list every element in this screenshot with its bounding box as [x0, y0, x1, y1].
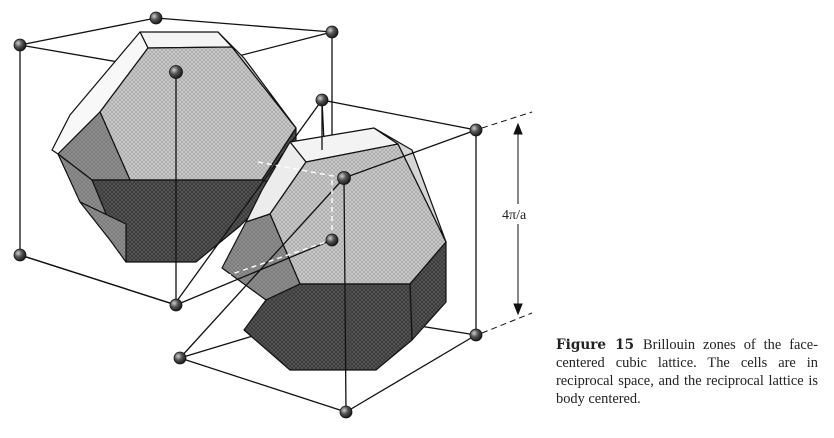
lattice-point — [339, 405, 353, 419]
lattice-point — [13, 38, 27, 52]
left-zone-top-face — [139, 31, 233, 49]
left-zone-lower-face — [79, 201, 127, 263]
lattice-point — [315, 93, 329, 107]
lattice-point — [169, 65, 183, 79]
lattice-point — [169, 298, 183, 312]
caption-label: Figure 15 — [556, 337, 635, 353]
lattice-point — [325, 25, 339, 39]
left-brillouin-zone — [51, 31, 297, 263]
lattice-point — [13, 248, 27, 262]
right-zone-right-face — [373, 127, 447, 243]
front-cube-edges — [19, 72, 477, 413]
lattice-points — [13, 11, 483, 419]
lattice-point — [337, 171, 351, 185]
hidden-edges — [225, 161, 345, 277]
lattice-point — [469, 123, 483, 137]
right-brillouin-zone — [221, 127, 447, 371]
caption-text: Brillouin zones of the face-centered cub… — [556, 337, 818, 407]
left-zone-upper-right-face — [217, 31, 297, 129]
lattice-point — [173, 351, 187, 365]
lattice-point — [325, 233, 339, 247]
lattice-point — [149, 11, 163, 25]
right-zone-bottom-face — [243, 283, 413, 371]
lattice-point — [469, 328, 483, 342]
dimension-label: 4π/a — [502, 208, 527, 223]
